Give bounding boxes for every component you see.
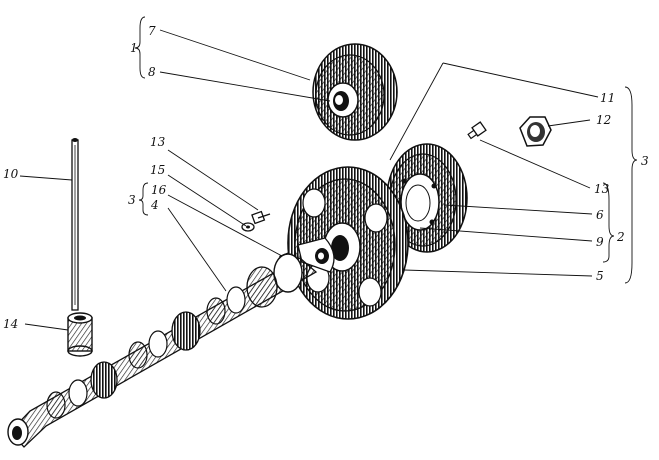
callout-labels: 1 7 8 11 12 3 13 15 3 16 4 10 13 6 2 9 5… xyxy=(3,24,649,331)
label-3-right: 3 xyxy=(641,154,649,168)
label-3-left: 3 xyxy=(128,193,136,207)
bushing xyxy=(67,312,93,357)
label-13-left: 13 xyxy=(150,135,166,149)
label-10: 10 xyxy=(3,167,19,181)
large-gear xyxy=(287,166,409,320)
label-6: 6 xyxy=(596,208,604,222)
bolt-washer-left xyxy=(241,210,271,232)
bolt-upper xyxy=(467,121,487,140)
label-1: 1 xyxy=(130,41,138,55)
nut xyxy=(519,116,552,147)
label-11: 11 xyxy=(600,91,615,105)
label-7: 7 xyxy=(148,24,156,38)
label-4: 4 xyxy=(150,198,159,212)
label-8: 8 xyxy=(148,65,156,79)
top-gear xyxy=(312,43,398,141)
label-14: 14 xyxy=(3,317,18,331)
label-5: 5 xyxy=(596,269,604,283)
label-15: 15 xyxy=(150,163,165,177)
label-9: 9 xyxy=(596,235,604,249)
label-16: 16 xyxy=(151,183,167,197)
camshaft xyxy=(7,253,318,448)
label-13-right: 13 xyxy=(594,182,610,196)
push-rod xyxy=(71,138,79,311)
label-12: 12 xyxy=(596,113,611,127)
label-2: 2 xyxy=(616,230,625,244)
leader-lines xyxy=(19,16,638,331)
